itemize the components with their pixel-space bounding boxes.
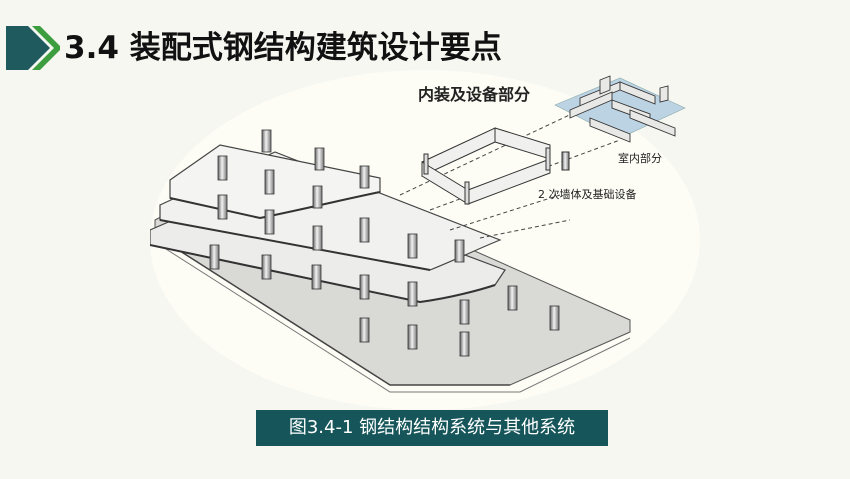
steel-structure-figure: 内装及设备部分 室内部分 2 次墙体及基础设备 — [150, 75, 686, 393]
figure-caption: 图3.4-1 钢结构结构系统与其他系统 — [256, 410, 608, 446]
title-arrow-icon — [6, 26, 60, 70]
label-secondary-walls: 2 次墙体及基础设备 — [538, 187, 637, 201]
secondary-walls — [421, 127, 570, 205]
title-bar: 3.4 装配式钢结构建筑设计要点 — [0, 20, 850, 76]
label-indoor: 室内部分 — [618, 151, 662, 165]
steel-columns — [209, 129, 560, 357]
interior-partitions — [554, 75, 686, 143]
label-interior-equipment: 内装及设备部分 — [418, 85, 530, 104]
slide-title: 3.4 装配式钢结构建筑设计要点 — [64, 30, 502, 66]
